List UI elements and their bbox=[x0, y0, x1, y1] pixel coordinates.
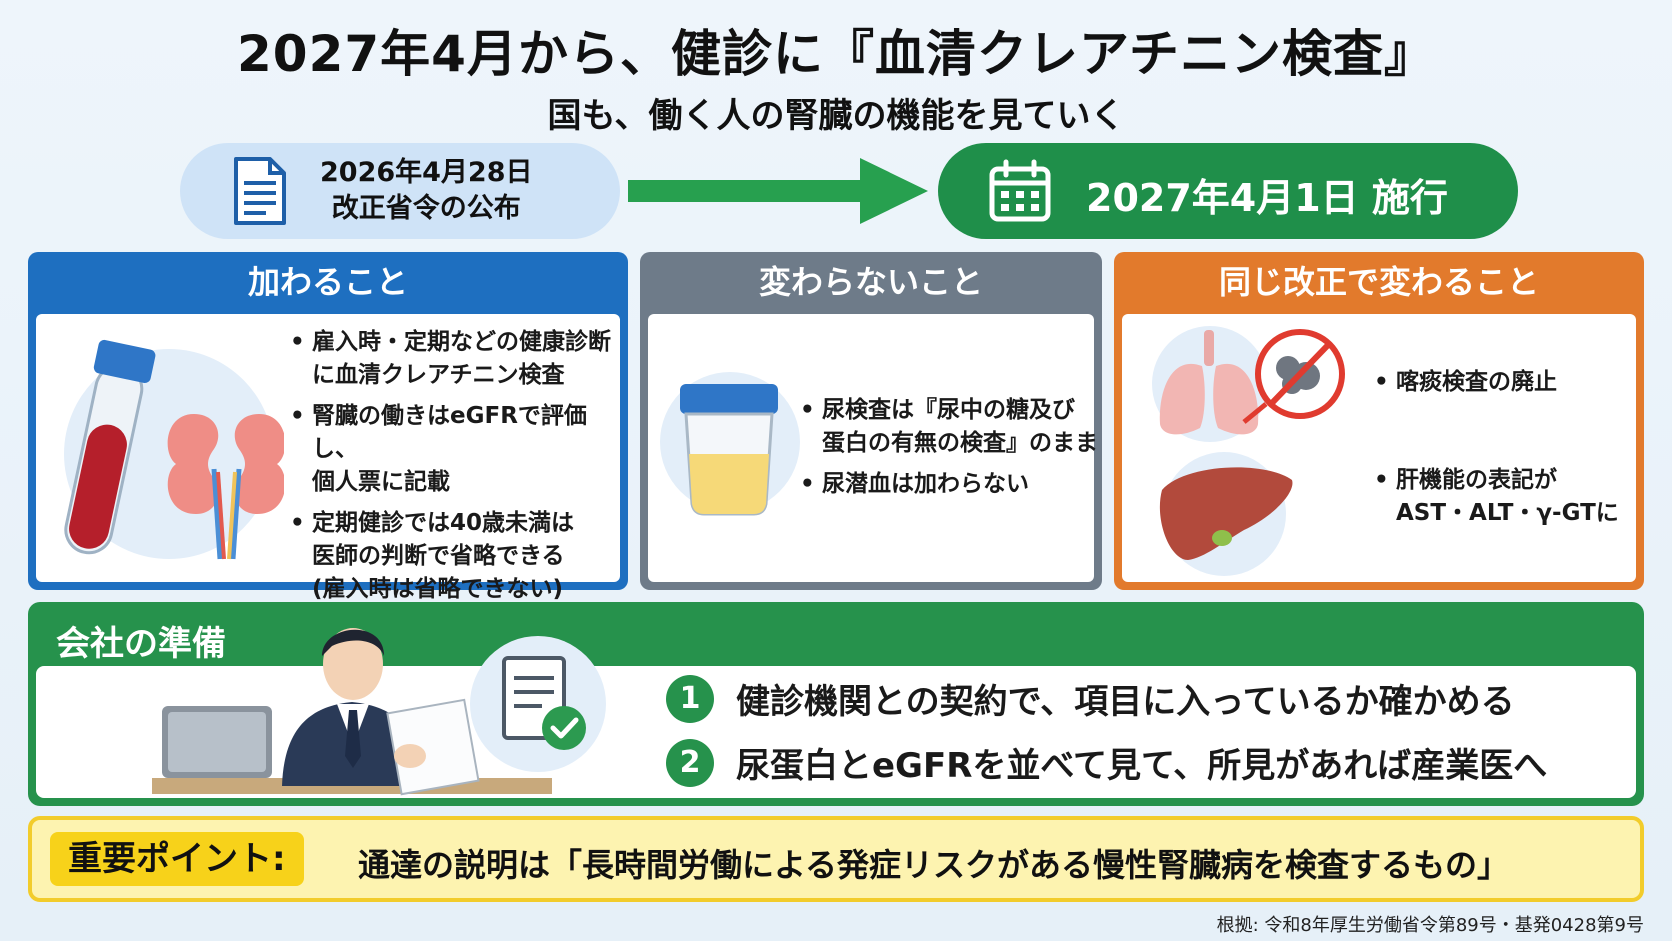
source-citation: 根拠: 令和8年厚生労働省令第89号・基発0428第9号 bbox=[1216, 915, 1644, 936]
effective-date: 2027年4月1日 施行 bbox=[1086, 176, 1448, 220]
effective-pill: 2027年4月1日 施行 bbox=[938, 143, 1518, 239]
card-other-changes: 同じ改正で変わること 喀 bbox=[1114, 252, 1644, 590]
card-unchanged: 変わらないこと 尿検査は『尿中の糖及び 蛋白の有無の検査』のまま 尿潜血は加わら… bbox=[640, 252, 1102, 590]
liver-illustration bbox=[1144, 450, 1304, 584]
other-bullet-list-2: 肝機能の表記が AST・ALT・γ-GTに bbox=[1372, 464, 1642, 538]
prep-step-1: 1 健診機関との契約で、項目に入っているか確かめる bbox=[666, 674, 1515, 723]
publish-pill: 2026年4月28日 改正省令の公布 bbox=[180, 143, 620, 239]
page-subtitle: 国も、働く人の腎臓の機能を見ていく bbox=[547, 96, 1125, 136]
urine-cup-illustration bbox=[658, 354, 808, 528]
list-item: 雇入時・定期などの健康診断 に血清クレアチニン検査 bbox=[288, 326, 618, 392]
unchanged-bullet-list: 尿検査は『尿中の糖及び 蛋白の有無の検査』のまま 尿潜血は加わらない bbox=[798, 394, 1098, 509]
card-added: 加わること 雇入時・定期などの健康診断 に血清クレアチニン検査 bbox=[28, 252, 628, 602]
key-point-banner: 重要ポイント: 通達の説明は「長時間労働による発症リスクがある慢性腎臓病を検査す… bbox=[28, 816, 1644, 902]
timeline-arrow-icon bbox=[628, 158, 928, 228]
document-icon bbox=[232, 155, 288, 231]
company-prep-title: 会社の準備 bbox=[56, 624, 226, 664]
step-number-badge: 1 bbox=[666, 674, 714, 723]
card-other-title: 同じ改正で変わること bbox=[1218, 263, 1539, 301]
prep-step-2: 2 尿蛋白とeGFRを並べて見て、所見があれば産業医へ bbox=[666, 738, 1547, 787]
list-item: 尿検査は『尿中の糖及び 蛋白の有無の検査』のまま bbox=[798, 394, 1098, 460]
list-item: 喀痰検査の廃止 bbox=[1372, 366, 1642, 399]
list-item: 定期健診では40歳未満は 医師の判断で省略できる (雇入時は省略できない) bbox=[288, 507, 618, 606]
publish-label: 改正省令の公布 bbox=[331, 193, 521, 224]
card-unchanged-title: 変わらないこと bbox=[758, 263, 983, 301]
card-added-title: 加わること bbox=[247, 263, 408, 301]
calendar-icon bbox=[988, 159, 1052, 227]
office-worker-illustration bbox=[132, 606, 552, 800]
list-item: 肝機能の表記が AST・ALT・γ-GTに bbox=[1372, 464, 1642, 530]
other-bullet-list-1: 喀痰検査の廃止 bbox=[1372, 366, 1642, 407]
step-text: 健診機関との契約で、項目に入っているか確かめる bbox=[736, 682, 1515, 722]
key-point-label: 重要ポイント: bbox=[50, 832, 304, 886]
list-item: 腎臓の働きはeGFRで評価し、 個人票に記載 bbox=[288, 400, 618, 499]
lungs-no-sputum-illustration bbox=[1140, 324, 1350, 448]
checklist-check-icon bbox=[466, 632, 616, 786]
step-number-badge: 2 bbox=[666, 738, 714, 787]
publish-date: 2026年4月28日 bbox=[320, 157, 533, 188]
page-title: 2027年4月から、健診に『血清クレアチニン検査』 bbox=[237, 25, 1435, 83]
step-text: 尿蛋白とeGFRを並べて見て、所見があれば産業医へ bbox=[736, 746, 1548, 786]
test-tube-kidney-illustration bbox=[44, 334, 286, 568]
key-point-text: 通達の説明は「長時間労働による発症リスクがある慢性腎臓病を検査するもの」 bbox=[358, 846, 1510, 884]
list-item: 尿潜血は加わらない bbox=[798, 468, 1098, 501]
company-prep-panel: 会社の準備 bbox=[28, 602, 1644, 806]
added-bullet-list: 雇入時・定期などの健康診断 に血清クレアチニン検査 腎臓の働きはeGFRで評価し… bbox=[288, 326, 618, 614]
